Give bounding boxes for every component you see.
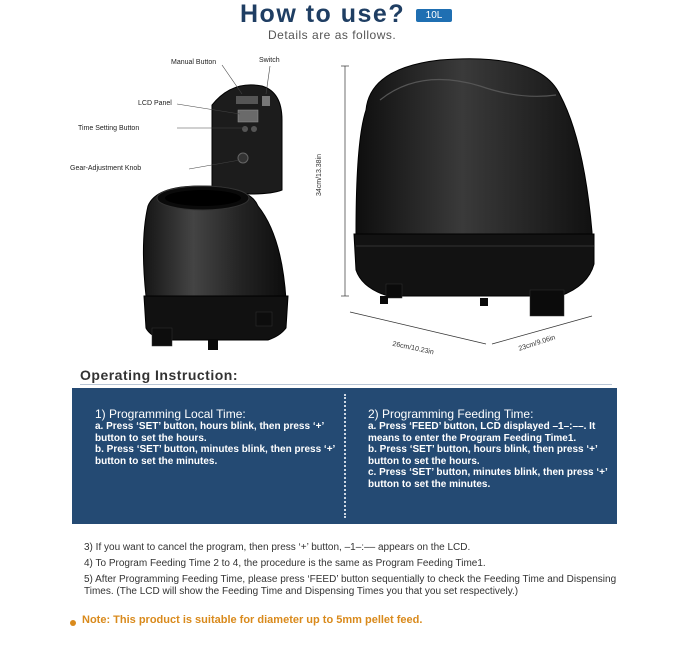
- local-time-step-b: b. Press ‘SET’ button, minutes blink, th…: [95, 444, 335, 467]
- step-5: 5) After Programming Feeding Time, pleas…: [84, 574, 617, 597]
- callout-manual-button: Manual Button: [171, 59, 217, 66]
- lcd-panel-shape: [237, 109, 259, 123]
- callout-gear-adjustment-knob: Gear-Adjustment Knob: [70, 165, 142, 172]
- programming-feeding-time-title: 2) Programming Feeding Time:: [368, 407, 534, 421]
- operating-instruction-title: Operating Instruction:: [80, 367, 238, 383]
- feeding-time-step-b: b. Press ‘SET’ button, hours blink, then…: [368, 444, 598, 467]
- step-4: 4) To Program Feeding Time 2 to 4, the p…: [84, 558, 486, 569]
- page-title: How to use?: [240, 0, 406, 28]
- programming-local-time-steps: a. Press ‘SET’ button, hours blink, then…: [95, 421, 340, 467]
- dimension-height: 34cm/13.38in: [316, 153, 323, 196]
- feeder-open-lid: [211, 84, 283, 195]
- programming-feeding-time-steps: a. Press ‘FEED’ button, LCD displayed –1…: [368, 421, 608, 491]
- feeding-time-step-c: c. Press ‘SET’ button, minutes blink, th…: [368, 467, 608, 490]
- step-3: 3) If you want to cancel the program, th…: [84, 542, 471, 553]
- feeder-closed: [353, 58, 595, 317]
- section-divider: [80, 384, 612, 385]
- callout-time-setting-button: Time Setting Button: [78, 125, 140, 132]
- panel-divider: [344, 394, 346, 518]
- feeding-time-step-a: a. Press ‘FEED’ button, LCD displayed –1…: [368, 421, 596, 444]
- page-subtitle: Details are as follows.: [268, 28, 397, 42]
- local-time-step-a: a. Press ‘SET’ button, hours blink, then…: [95, 421, 324, 444]
- callout-switch: Switch: [259, 57, 280, 64]
- callout-lcd-panel: LCD Panel: [138, 100, 172, 107]
- manual-button-shape: [236, 96, 258, 104]
- programming-local-time-title: 1) Programming Local Time:: [95, 407, 246, 421]
- capacity-badge: 10L: [416, 9, 452, 22]
- product-illustration: [142, 58, 595, 350]
- gear-knob-shape: [237, 152, 249, 164]
- pellet-size-note: Note: This product is suitable for diame…: [82, 614, 423, 626]
- note-bullet-icon: [70, 620, 76, 626]
- feeder-open-body: [142, 185, 289, 350]
- switch-shape: [262, 96, 270, 106]
